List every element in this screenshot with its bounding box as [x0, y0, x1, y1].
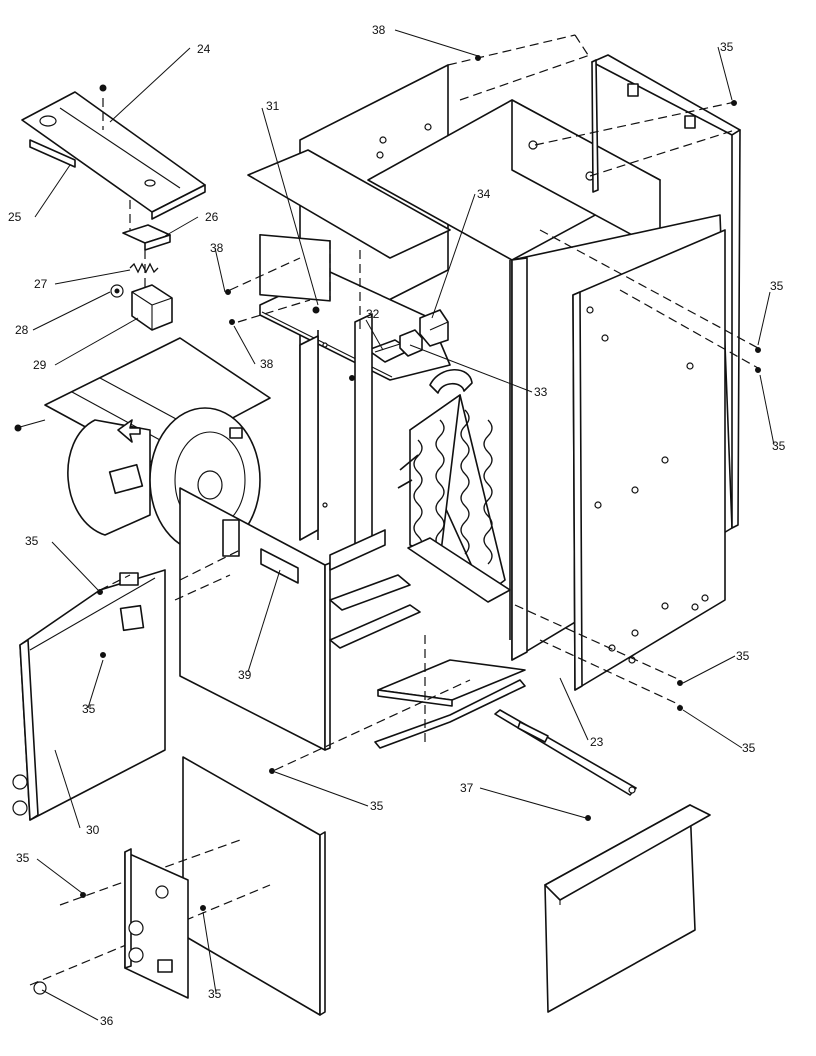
top-cover-plate — [21, 84, 206, 230]
bottom-front-panel — [544, 804, 711, 1013]
leader-lines — [32, 29, 775, 1021]
callout-32: 32 — [366, 307, 380, 321]
callout-35-top-right: 35 — [720, 40, 734, 54]
callout-35-left-door: 35 — [25, 534, 39, 548]
callout-35-right-upper: 35 — [770, 279, 784, 293]
relay-33 — [399, 329, 423, 357]
assembly-dash-lines — [229, 34, 759, 771]
cabinet-frame-posts — [299, 260, 511, 640]
callout-35-bottom-center: 35 — [208, 987, 222, 1001]
callout-38-top: 38 — [372, 23, 386, 37]
spring-27 — [129, 262, 159, 274]
callout-29: 29 — [33, 358, 47, 372]
bottom-rails — [329, 529, 526, 749]
callout-38-left: 38 — [210, 241, 224, 255]
callout-27: 27 — [34, 277, 48, 291]
callout-39: 39 — [238, 668, 252, 682]
cover-flange — [29, 139, 76, 168]
callout-35-right-lower: 35 — [736, 649, 750, 663]
callout-labels: 24 25 26 27 28 29 31 38 38 38 34 32 33 3… — [8, 23, 786, 1028]
callout-30: 30 — [86, 823, 100, 837]
callout-35-right-middle: 35 — [772, 439, 786, 453]
filter-rail-37 — [494, 709, 637, 796]
callout-35-right-bottom: 35 — [742, 741, 756, 755]
cabinet-rear-panel — [367, 99, 661, 261]
callout-36: 36 — [100, 1014, 114, 1028]
callout-35-bottom-left: 35 — [16, 851, 30, 865]
callout-38-lower: 38 — [260, 357, 274, 371]
callout-26: 26 — [205, 210, 219, 224]
filter-door-30 — [12, 569, 166, 821]
callout-37: 37 — [460, 781, 474, 795]
limit-switch-assembly — [110, 224, 173, 331]
transformer-34 — [419, 309, 449, 347]
lower-access-panel — [29, 756, 326, 1016]
front-panel-39 — [174, 487, 331, 751]
screws — [33, 55, 761, 995]
rear-right-upright — [591, 54, 741, 529]
callout-24: 24 — [197, 42, 211, 56]
callout-33: 33 — [534, 385, 548, 399]
callout-25: 25 — [8, 210, 22, 224]
callout-28: 28 — [15, 323, 29, 337]
callout-35-door-lower: 35 — [82, 702, 96, 716]
callout-35-center: 35 — [370, 799, 384, 813]
cabinet-right-panel-23 — [572, 229, 726, 691]
control-plate — [124, 848, 189, 999]
callout-34: 34 — [477, 187, 491, 201]
callout-23: 23 — [590, 735, 604, 749]
evaporator-coil — [397, 369, 511, 603]
callout-31: 31 — [266, 99, 280, 113]
